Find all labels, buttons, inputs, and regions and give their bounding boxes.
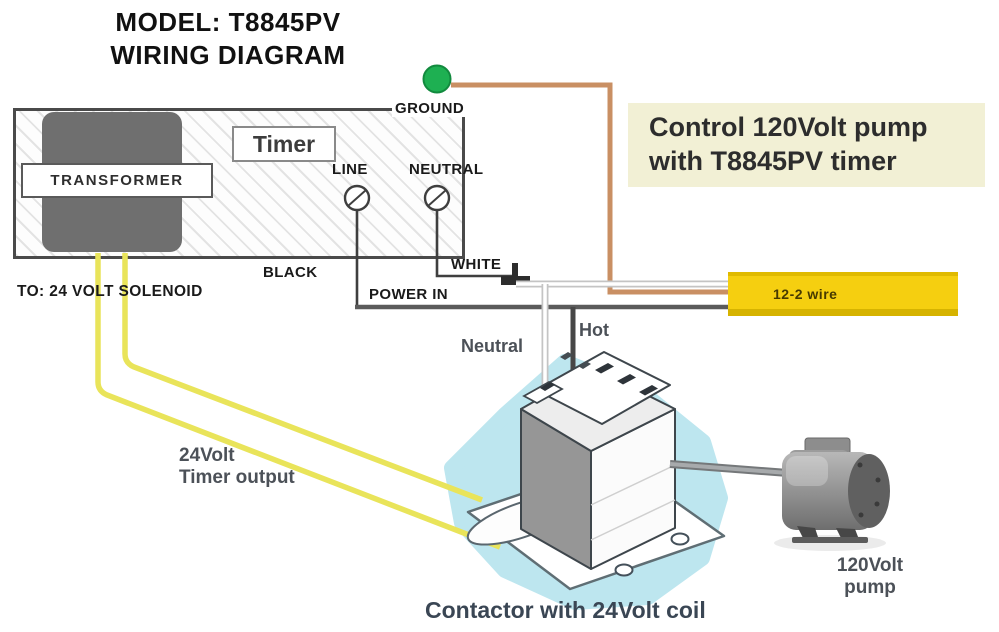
black-wire-label: BLACK	[263, 264, 318, 281]
ground-terminal-label: GROUND	[392, 100, 468, 117]
white-wire-marker-stem	[512, 263, 518, 277]
pump-bolt-2	[875, 477, 881, 483]
pump-wire-core	[669, 462, 789, 475]
timer-output-line2: Timer output	[179, 467, 295, 488]
pump-base-bar	[792, 537, 868, 543]
contactor-body-left-face	[520, 408, 592, 570]
terminal-slot-5	[560, 352, 591, 369]
pump-highlight	[786, 456, 828, 486]
solenoid-label: TO: 24 VOLT SOLENOID	[17, 283, 203, 300]
pump-bolt-1	[857, 462, 863, 468]
contactor-base-plate	[466, 459, 726, 591]
plate-hole-right	[670, 532, 690, 546]
pump-foot-right	[836, 528, 860, 542]
pump-body	[782, 452, 874, 530]
pump-top-box	[804, 437, 851, 467]
cable-label: 12-2 wire	[773, 286, 838, 302]
ground-terminal-dot	[422, 64, 452, 94]
contactor-body-top-face	[520, 367, 676, 452]
contactor-body-right-face	[590, 408, 676, 570]
contactor-highlight	[444, 354, 728, 610]
white-wire-marker	[501, 276, 530, 285]
contactor-body-crease	[590, 464, 676, 541]
contactor-caption: Contactor with 24Volt coil	[425, 597, 706, 623]
plate-hole-left	[614, 563, 634, 577]
neutral-terminal-label: NEUTRAL	[409, 161, 484, 178]
pump-end-bell	[848, 454, 890, 528]
title-line1: MODEL: T8845PV	[115, 7, 341, 37]
terminal-slot-3	[639, 385, 658, 396]
pump-top-cylinder	[789, 450, 849, 463]
timer-output-line1: 24Volt	[179, 445, 235, 466]
title-line2: WIRING DIAGRAM	[110, 40, 346, 70]
diagram-title: MODEL: T8845PV WIRING DIAGRAM	[58, 6, 398, 72]
white-wire-label: WHITE	[451, 256, 502, 273]
pump-foot-left	[797, 526, 819, 540]
pump-bolt-4	[858, 512, 864, 518]
terminal-slot-4	[540, 382, 555, 391]
line-terminal-label: LINE	[332, 161, 368, 178]
pump-label-line1: 120Volt	[836, 555, 904, 576]
neutral-feed-label: Neutral	[461, 336, 524, 356]
coil-symbol-ticks	[543, 504, 575, 521]
timer-tag: Timer	[232, 126, 336, 162]
power-in-label: POWER IN	[369, 286, 449, 303]
transformer-tag: TRANSFORMER	[21, 163, 213, 198]
pump-label-line2: pump	[844, 577, 896, 598]
coil-terminal-oval	[466, 494, 578, 546]
pump-label: 120Volt pump	[820, 555, 920, 599]
cable-12-2: 12-2 wire	[728, 272, 958, 316]
terminal-slot-2	[617, 374, 636, 385]
callout-box: Control 120Volt pump with T8845PV timer	[628, 103, 985, 187]
timer-output-label: 24Volt Timer output	[179, 445, 295, 489]
callout-line1: Control 120Volt pump	[649, 112, 928, 142]
callout-line2: with T8845PV timer	[649, 146, 897, 176]
contactor-terminal-block-left	[522, 380, 564, 405]
callout-text: Control 120Volt pump with T8845PV timer	[649, 110, 928, 178]
terminal-slot-1	[595, 363, 614, 374]
pump-motor-graphic	[774, 437, 890, 551]
contactor-terminal-strip	[535, 351, 671, 425]
pump-wire-outline	[669, 460, 789, 477]
pump-shadow	[774, 535, 886, 551]
pump-bolt-3	[874, 501, 880, 507]
hot-feed-label: Hot	[579, 320, 609, 340]
